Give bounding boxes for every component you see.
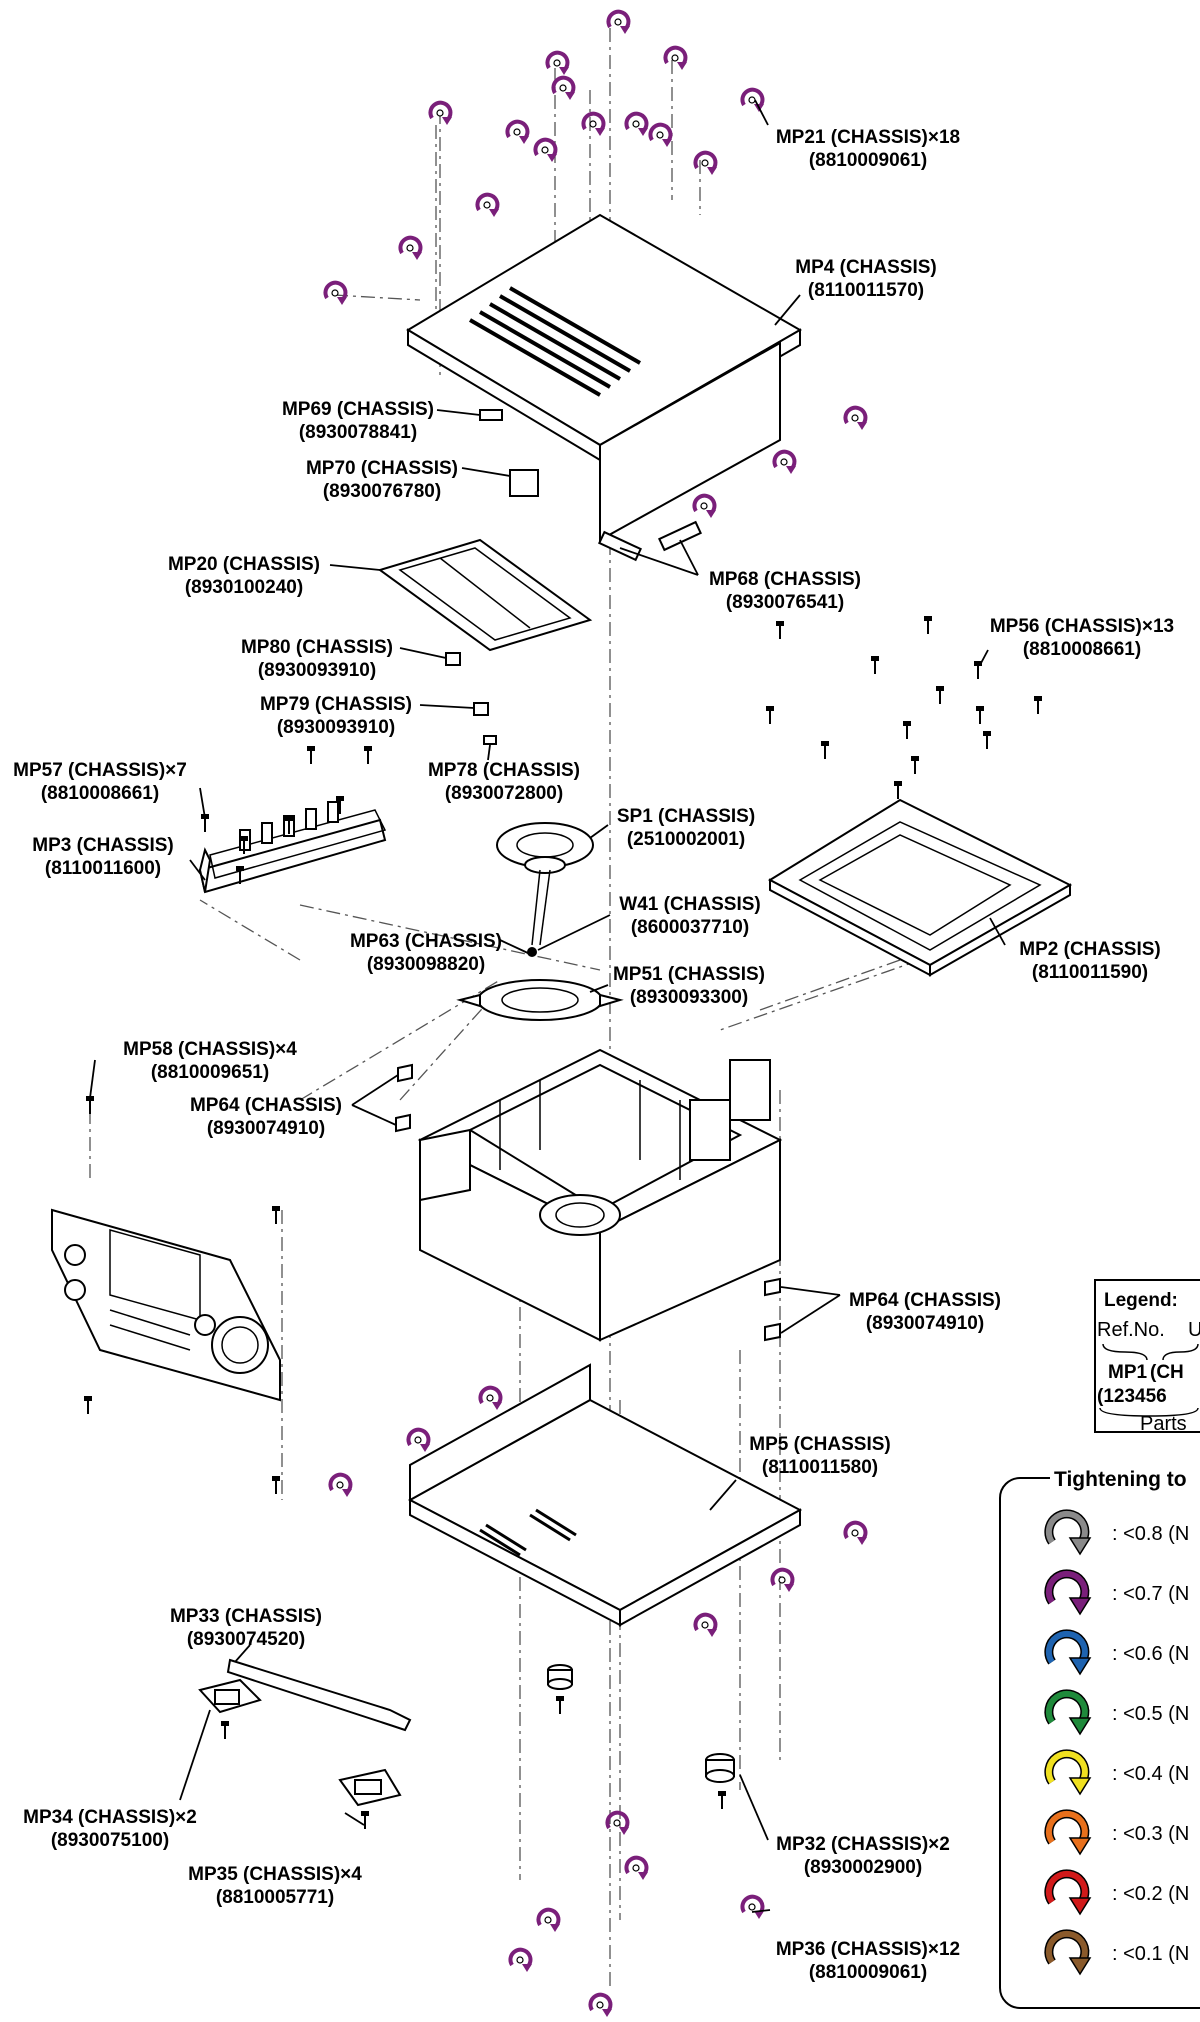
label-mp4: MP4 (CHASSIS)(8110011570) xyxy=(795,257,936,301)
legend-unit: U xyxy=(1188,1319,1200,1341)
label-mp64-upper: MP64 (CHASSIS)(8930074910) xyxy=(190,1095,342,1139)
torque-row: : <0.8 (N xyxy=(1044,1509,1189,1556)
label-mp33: MP33 (CHASSIS)(8930074520) xyxy=(170,1606,322,1650)
label-mp57: MP57 (CHASSIS)×7(8810008661) xyxy=(13,760,187,804)
mp51-holder xyxy=(456,979,624,1021)
torque-arrow-icon xyxy=(1044,1509,1092,1556)
mp64-pad-c xyxy=(764,1277,781,1297)
label-sp1: SP1 (CHASSIS)(2510002001) xyxy=(617,806,755,850)
mp32-foot xyxy=(705,1753,735,1783)
mp5-bottom-cover xyxy=(407,1363,803,1627)
mp2-plate xyxy=(767,798,1073,977)
mp64-pad-b xyxy=(395,1113,411,1133)
label-mp2: MP2 (CHASSIS)(8110011590) xyxy=(1019,939,1160,983)
label-mp5: MP5 (CHASSIS)(8110011580) xyxy=(749,1434,890,1478)
label-mp56: MP56 (CHASSIS)×13(8810008661) xyxy=(990,616,1174,660)
torque-arrow-icon xyxy=(1044,1809,1092,1856)
torque-value: : <0.2 (N xyxy=(1112,1883,1189,1905)
mp80-pad xyxy=(445,652,461,666)
label-mp80: MP80 (CHASSIS)(8930093910) xyxy=(241,637,393,681)
torque-row: : <0.7 (N xyxy=(1044,1569,1189,1616)
mp33-stand xyxy=(226,1658,412,1732)
label-mp20: MP20 (CHASSIS)(8930100240) xyxy=(168,554,320,598)
torque-row: : <0.3 (N xyxy=(1044,1809,1189,1856)
torque-row: : <0.6 (N xyxy=(1044,1629,1189,1676)
mp64-pad-d xyxy=(764,1322,781,1342)
leader-lines xyxy=(89,99,1006,1913)
label-mp34: MP34 (CHASSIS)×2(8930075100) xyxy=(23,1807,197,1851)
label-mp70: MP70 (CHASSIS)(8930076780) xyxy=(306,458,458,502)
torque-arrow-icon xyxy=(1044,1629,1092,1676)
mp79-pad xyxy=(473,702,489,716)
torque-row: : <0.4 (N xyxy=(1044,1749,1189,1796)
front-panel xyxy=(51,1208,281,1402)
mp68-pad-a xyxy=(598,530,642,562)
torque-row: : <0.2 (N xyxy=(1044,1869,1189,1916)
part-labels: MP21 (CHASSIS)×18(8810009061) MP4 (CHASS… xyxy=(13,127,1174,1983)
torque-value: : <0.3 (N xyxy=(1112,1823,1189,1845)
torque-title: Tightening to xyxy=(1054,1468,1187,1491)
label-mp35: MP35 (CHASSIS)×4(8810005771) xyxy=(188,1864,362,1908)
mp34-foot xyxy=(198,1678,262,1714)
torque-arrow-icon xyxy=(1044,1689,1092,1736)
torque-value: : <0.4 (N xyxy=(1112,1763,1189,1785)
legend-box: Legend: Ref.No. U MP1 (CH (123456 Parts xyxy=(1094,1279,1200,1435)
mp4-top-cover xyxy=(406,213,803,542)
label-mp32: MP32 (CHASSIS)×2(8930002900) xyxy=(776,1834,950,1878)
legend-refno: Ref.No. xyxy=(1097,1319,1165,1341)
sp1-speaker xyxy=(496,822,594,957)
torque-row: : <0.5 (N xyxy=(1044,1689,1189,1736)
torque-value: : <0.6 (N xyxy=(1112,1643,1189,1665)
mp32-foot-b xyxy=(547,1664,573,1690)
torque-arrow-icon xyxy=(1044,1569,1092,1616)
main-chassis xyxy=(417,1048,783,1342)
label-mp69: MP69 (CHASSIS)(8930078841) xyxy=(282,399,434,443)
mp68-pad-b xyxy=(658,520,702,552)
mp64-pad-a xyxy=(397,1063,413,1083)
legend-partno: (123456 xyxy=(1097,1386,1167,1407)
label-w41: W41 (CHASSIS)(8600037710) xyxy=(619,894,760,938)
mp34-foot-b xyxy=(338,1768,402,1807)
label-mp58: MP58 (CHASSIS)×4(8810009651) xyxy=(123,1039,297,1083)
mp3-bracket xyxy=(198,801,387,894)
torque-arrow-icon xyxy=(1044,1929,1092,1976)
torque-panel: Tightening to : <0.8 (N : <0.7 (N : <0.6 (… xyxy=(999,1466,1200,2009)
torque-rows: : <0.8 (N : <0.7 (N : <0.6 (N : <0.5 (N : <0… xyxy=(1044,1509,1189,1976)
legend-example-unit: (CH xyxy=(1150,1362,1184,1383)
label-mp63: MP63 (CHASSIS)(8930098820) xyxy=(350,931,502,975)
torque-row: : <0.1 (N xyxy=(1044,1929,1189,1976)
torque-value: : <0.1 (N xyxy=(1112,1943,1189,1965)
mp69-pad xyxy=(479,409,503,421)
label-mp79: MP79 (CHASSIS)(8930093910) xyxy=(260,694,412,738)
torque-arrow-icon xyxy=(1044,1749,1092,1796)
label-mp68: MP68 (CHASSIS)(8930076541) xyxy=(709,569,861,613)
label-mp21: MP21 (CHASSIS)×18(8810009061) xyxy=(776,127,960,171)
label-mp78: MP78 (CHASSIS)(8930072800) xyxy=(428,760,580,804)
legend-title: Legend: xyxy=(1104,1290,1178,1311)
torque-arrow-icon xyxy=(1044,1869,1092,1916)
label-mp3: MP3 (CHASSIS)(8110011600) xyxy=(32,835,173,879)
legend-parts: Parts xyxy=(1140,1413,1187,1435)
label-mp51: MP51 (CHASSIS)(8930093300) xyxy=(613,964,765,1008)
label-mp36: MP36 (CHASSIS)×12(8810009061) xyxy=(776,1939,960,1983)
torque-value: : <0.8 (N xyxy=(1112,1523,1189,1545)
torque-value: : <0.7 (N xyxy=(1112,1583,1189,1605)
mp20-gasket xyxy=(377,538,593,652)
torque-value: : <0.5 (N xyxy=(1112,1703,1189,1725)
legend-example-ref: MP1 xyxy=(1108,1362,1148,1383)
label-mp64-lower: MP64 (CHASSIS)(8930074910) xyxy=(849,1290,1001,1334)
mp70-block xyxy=(509,469,539,497)
mp78-pad xyxy=(483,735,497,745)
